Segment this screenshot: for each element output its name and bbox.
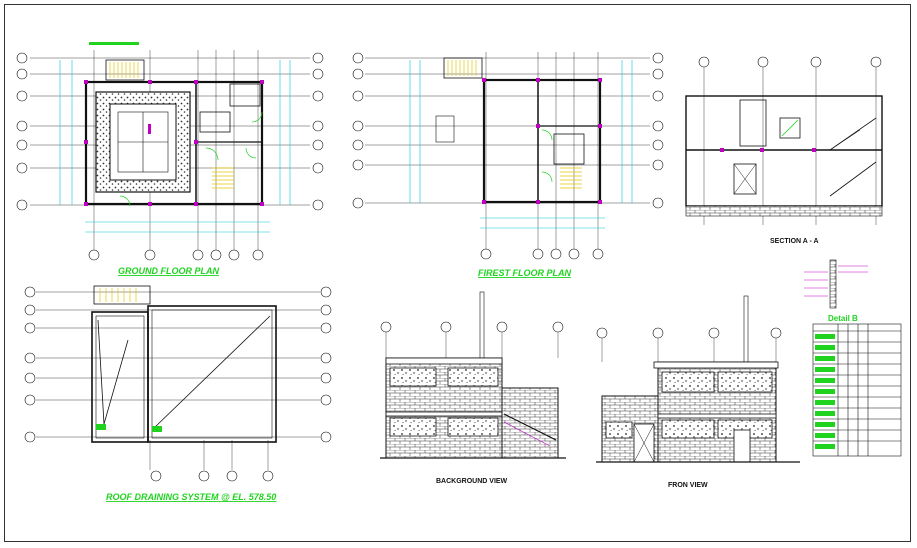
detail-b: Detail B <box>804 259 902 457</box>
front-view: FRON VIEW <box>596 295 800 489</box>
first-floor-plan: FIREST FLOOR PLAN <box>352 52 664 278</box>
ground-floor-title: GROUND FLOOR PLAN <box>118 266 219 276</box>
section-a-a: SECTION A - A <box>685 56 883 245</box>
detail-title: Detail B <box>828 314 858 323</box>
background-view: BACKGROUND VIEW <box>380 291 566 485</box>
front-view-title: FRON VIEW <box>668 482 708 489</box>
section-title: SECTION A - A <box>770 238 819 245</box>
roof-plan-title: ROOF DRAINING SYSTEM @ EL. 578.50 <box>106 492 276 502</box>
first-floor-title: FIREST FLOOR PLAN <box>478 268 571 278</box>
ground-floor-plan: GROUND FLOOR PLAN <box>16 42 324 276</box>
background-view-title: BACKGROUND VIEW <box>436 478 508 485</box>
sheet-border <box>4 4 911 542</box>
scale-bar <box>89 42 139 45</box>
roof-plan: ROOF DRAINING SYSTEM @ EL. 578.50 <box>24 285 332 502</box>
